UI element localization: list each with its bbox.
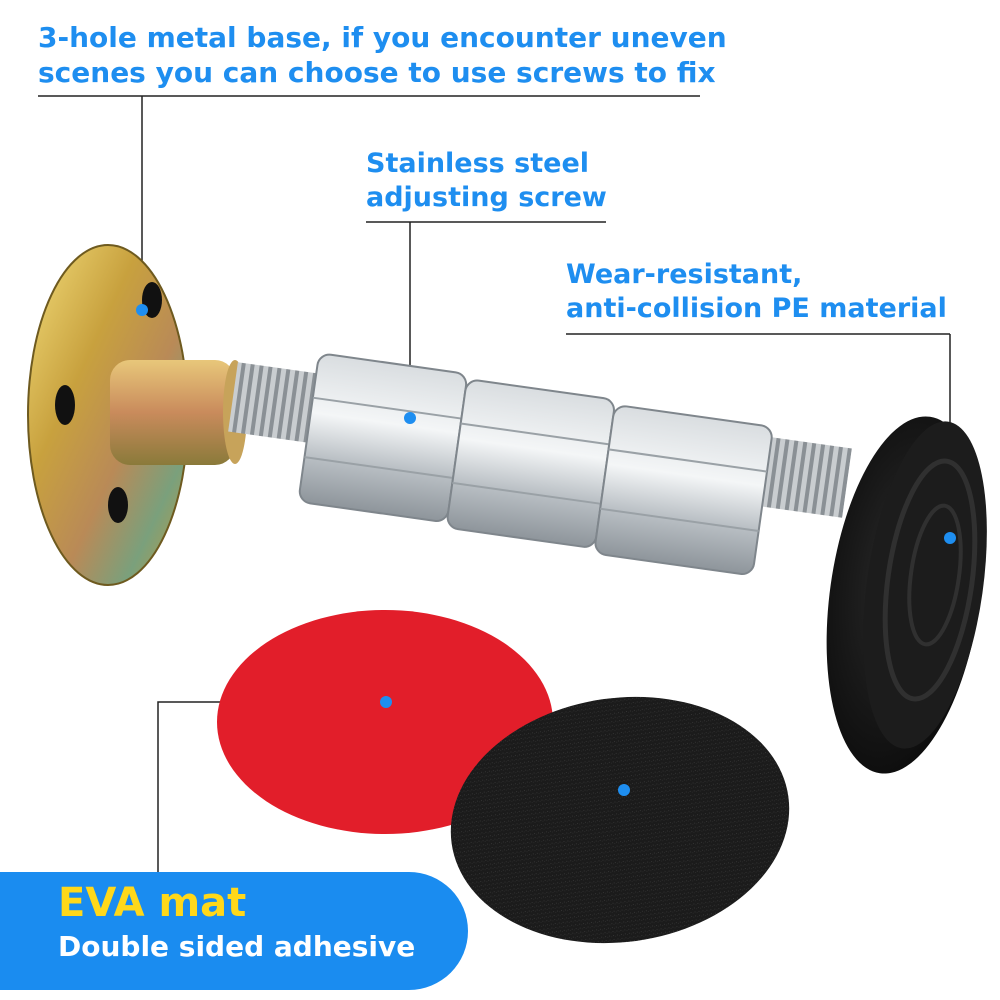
pe-foot [826, 416, 987, 774]
screw-callout-line2: adjusting screw [366, 181, 607, 213]
metal-base-callout-line1: 3-hole metal base, if you encounter unev… [38, 21, 727, 54]
hex-nuts [298, 353, 773, 576]
black-eva-pad [450, 696, 790, 944]
eva-mat-banner [0, 872, 468, 990]
screw-callout: Stainless steel adjusting screw [366, 147, 666, 215]
callout-dots [136, 304, 956, 796]
screw-callout-line1: Stainless steel [366, 148, 590, 179]
metal-base-callout-line2: scenes you can choose to use screws to f… [38, 56, 716, 89]
metal-base-callout: 3-hole metal base, if you encounter unev… [38, 20, 738, 90]
metal-base [27, 244, 247, 586]
pe-material-callout-line2: anti-collision PE material [566, 292, 947, 324]
banner-title: EVA mat [58, 880, 247, 926]
banner-subtitle: Double sided adhesive [58, 930, 416, 963]
pe-material-callout: Wear-resistant, anti-collision PE materi… [566, 258, 986, 326]
pe-material-callout-line1: Wear-resistant, [566, 259, 803, 290]
